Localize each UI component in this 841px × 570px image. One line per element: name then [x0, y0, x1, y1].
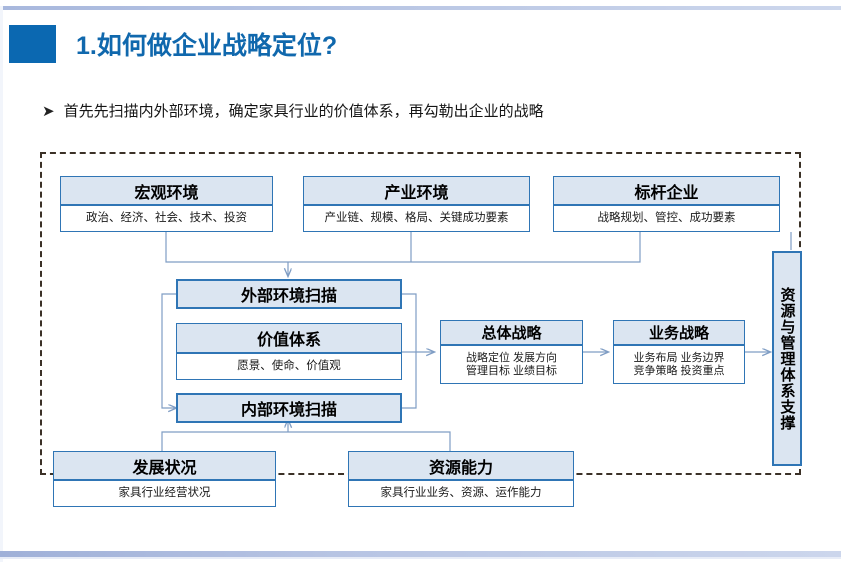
node-industry-env-title: 产业环境 [304, 177, 529, 206]
left-decorative-edge [0, 6, 3, 562]
node-benchmark-title: 标杆企业 [554, 177, 779, 206]
node-resource-capability-detail: 家具行业业务、资源、运作能力 [380, 487, 542, 499]
node-internal-scan[interactable]: 内部环境扫描 [176, 393, 402, 423]
node-overall-strategy-detail: 战略定位 发展方向 管理目标 业绩目标 [441, 346, 582, 383]
node-macro-env-title: 宏观环境 [61, 177, 272, 206]
node-benchmark[interactable]: 标杆企业 战略规划、管控、成功要素 [553, 176, 780, 232]
node-development-status-title: 发展状况 [54, 452, 275, 481]
node-value-system-title: 价值体系 [177, 324, 401, 354]
node-industry-env-detail: 产业链、规模、格局、关键成功要素 [324, 212, 509, 224]
node-macro-env[interactable]: 宏观环境 政治、经济、社会、技术、投资 [60, 176, 273, 232]
node-development-status[interactable]: 发展状况 家具行业经营状况 [53, 451, 276, 507]
bottom-decorative-rule-secondary [0, 557, 841, 559]
node-internal-scan-title: 内部环境扫描 [240, 402, 337, 419]
node-industry-env[interactable]: 产业环境 产业链、规模、格局、关键成功要素 [303, 176, 530, 232]
node-business-strategy[interactable]: 业务战略 业务布局 业务边界 竞争策略 投资重点 [613, 320, 745, 384]
node-resource-capability-title: 资源能力 [349, 452, 573, 481]
node-macro-env-detail: 政治、经济、社会、技术、投资 [86, 212, 247, 224]
node-business-strategy-title: 业务战略 [614, 321, 744, 346]
node-resource-capability[interactable]: 资源能力 家具行业业务、资源、运作能力 [348, 451, 574, 507]
node-business-strategy-detail-line1: 业务布局 业务边界 [633, 351, 725, 364]
page-title: 1.如何做企业战略定位? [76, 32, 338, 60]
arrow-bullet-icon: ➤ [42, 103, 55, 120]
node-external-scan-title: 外部环境扫描 [240, 288, 337, 305]
bullet-line: ➤ 首先先扫描内外部环境，确定家具行业的价值体系，再勾勒出企业的战略 [42, 102, 544, 122]
title-accent-square [9, 25, 56, 63]
node-overall-strategy-detail-line2: 管理目标 业绩目标 [465, 364, 558, 377]
bottom-decorative-rule [0, 551, 841, 557]
node-external-scan[interactable]: 外部环境扫描 [176, 279, 402, 309]
node-support-system-title: 资源与管理体系支撑 [778, 286, 796, 431]
node-value-system-detail: 愿景、使命、价值观 [237, 360, 341, 372]
node-support-system[interactable]: 资源与管理体系支撑 [772, 251, 802, 466]
node-business-strategy-detail-line2: 竞争策略 投资重点 [633, 364, 725, 377]
node-development-status-detail: 家具行业经营状况 [118, 487, 211, 499]
node-benchmark-detail: 战略规划、管控、成功要素 [597, 212, 736, 224]
node-overall-strategy-detail-line1: 战略定位 发展方向 [465, 351, 558, 364]
node-value-system[interactable]: 价值体系 愿景、使命、价值观 [176, 323, 402, 380]
node-overall-strategy-title: 总体战略 [441, 321, 582, 346]
bullet-text: 首先先扫描内外部环境，确定家具行业的价值体系，再勾勒出企业的战略 [63, 103, 544, 120]
top-decorative-rule [0, 6, 841, 10]
node-overall-strategy[interactable]: 总体战略 战略定位 发展方向 管理目标 业绩目标 [440, 320, 583, 384]
node-business-strategy-detail: 业务布局 业务边界 竞争策略 投资重点 [614, 346, 744, 383]
